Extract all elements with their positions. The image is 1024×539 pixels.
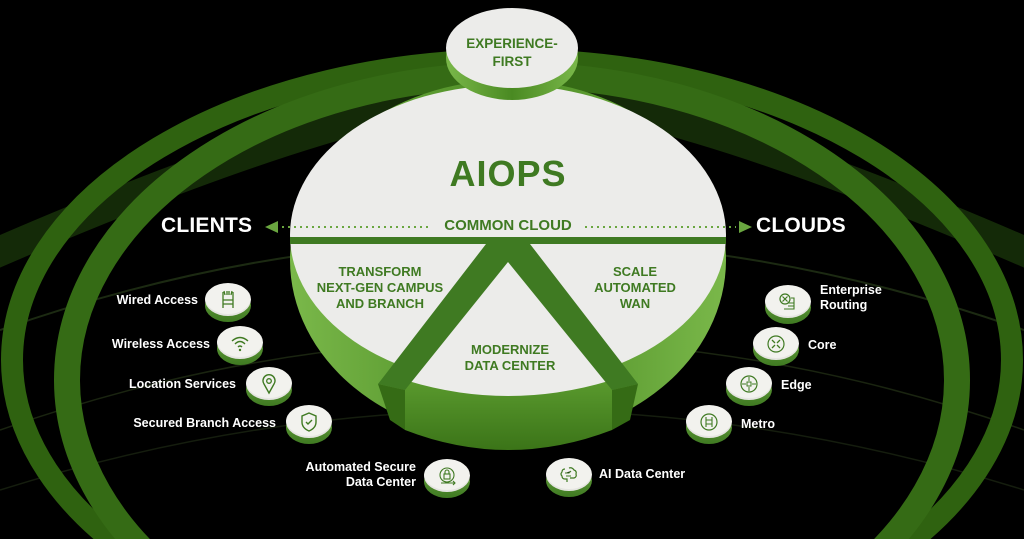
client-item-location[interactable] [246,367,292,407]
cloud-item-enterprise-routing[interactable] [765,285,811,325]
cloud-item-edge[interactable] [726,367,772,407]
shield-check-icon [301,412,317,432]
metro-network-icon [700,413,718,431]
wifi-icon [231,336,249,352]
segment-wan-line: WAN [619,296,651,311]
client-item-secured-branch[interactable] [286,405,332,445]
ethernet-port-icon [222,290,234,308]
bottom-item-secure-datacenter[interactable] [424,459,470,499]
client-label: Wired Access [116,293,198,307]
segment-campus-line: TRANSFORM [338,264,422,279]
segment-wan-line: SCALE [612,264,658,279]
segment-divider-chevron [378,244,638,390]
segment-campus-line: AND BRANCH [335,296,425,311]
client-label: Secured Branch Access [133,416,276,430]
datacenter-wedge-side [405,380,612,450]
bottom-label: AI Data Center [599,467,686,481]
cloud-label-line: Enterprise [820,283,882,297]
cloud-item-core[interactable] [753,327,799,367]
segment-datacenter: MODERNIZE DATA CENTER [448,342,572,374]
top-badge-line1: EXPERIENCE- [466,36,558,51]
cloud-label: Edge [781,378,812,392]
clouds-heading: CLOUDS [756,214,846,237]
client-label: Location Services [129,377,236,391]
location-pin-icon [262,374,276,395]
segment-datacenter-line: DATA CENTER [464,358,556,373]
segment-wan: SCALE AUTOMATED WAN [575,264,695,312]
brain-icon [560,467,577,482]
bottom-label-line: Data Center [345,475,416,489]
segment-campus: TRANSFORM NEXT-GEN CAMPUS AND BRANCH [310,264,450,312]
segment-campus-line: NEXT-GEN CAMPUS [316,280,444,295]
cloud-label: Core [808,338,837,352]
segment-wan-line: AUTOMATED [594,280,676,295]
common-cloud-label: COMMON CLOUD [444,217,572,234]
secure-lock-icon [439,467,456,486]
bottom-item-ai-datacenter[interactable] [546,458,592,498]
top-badge-face [446,8,578,88]
clients-heading: CLIENTS [161,214,253,237]
chevron-depth-left [378,384,405,430]
core-switch-icon [767,335,785,353]
client-item-wireless[interactable] [217,326,263,366]
cloud-label: Metro [741,417,776,431]
edge-router-icon [740,375,758,393]
bottom-label-line: Automated Secure [305,460,416,474]
segment-datacenter-line: MODERNIZE [471,342,549,357]
client-item-wired[interactable] [205,283,251,323]
right-arrow-head [739,221,752,233]
cloud-label: Enterprise Routing [820,283,882,313]
left-arrow-head [265,221,278,233]
router-icon [779,293,795,310]
top-badge-line2: FIRST [492,54,532,69]
top-badge-text: EXPERIENCE- FIRST [446,35,578,71]
main-disk-face [290,85,726,385]
common-cloud-bar [290,237,726,244]
bottom-label: Automated Secure Data Center [290,460,416,490]
chevron-depth-right [612,384,638,430]
center-title: AIOPS [449,153,567,194]
cloud-item-metro[interactable] [686,405,732,445]
client-label: Wireless Access [111,337,210,351]
cloud-label-line: Routing [820,298,868,312]
datacenter-wedge-face [405,260,612,396]
